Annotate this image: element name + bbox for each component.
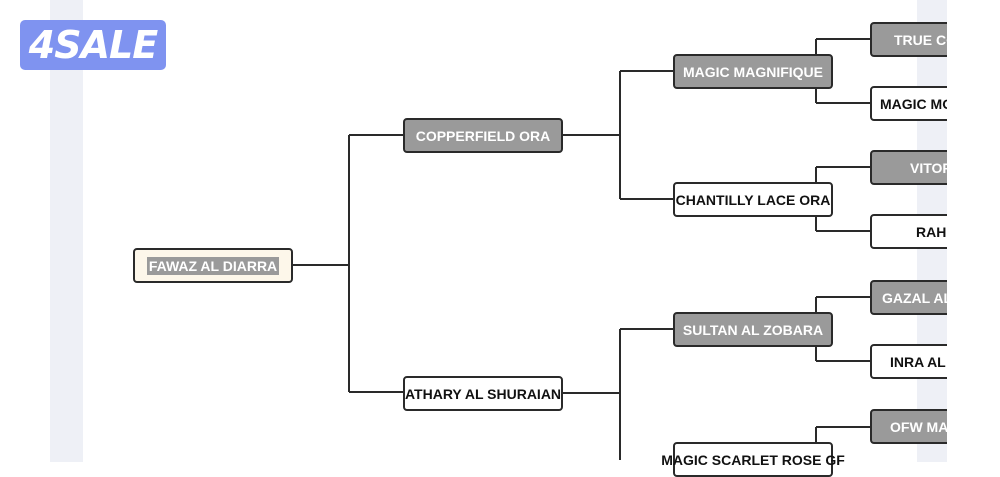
- sire-dam-node[interactable]: CHANTILLY LACE ORA: [673, 182, 833, 217]
- left-gutter: [50, 0, 83, 462]
- gen3-label-4: RAHE: [916, 223, 956, 240]
- gen3-label-2: MAGIC MO: [880, 95, 954, 112]
- connector-sire: [563, 70, 673, 200]
- gen3-label-5: GAZAL AL: [882, 289, 952, 306]
- right-blank-area: [947, 0, 1000, 462]
- brand-logo[interactable]: 4SALE: [20, 20, 166, 70]
- gen3-label-7: OFW MAG: [890, 418, 960, 435]
- pedigree-root-node[interactable]: FAWAZ AL DIARRA: [133, 248, 293, 283]
- connector-dam: [563, 328, 673, 460]
- dam-label: ATHARY AL SHURAIAN: [404, 385, 562, 402]
- dam-dam-node[interactable]: MAGIC SCARLET ROSE GF: [661, 442, 845, 477]
- sire-node[interactable]: COPPERFIELD ORA: [403, 118, 563, 153]
- gen3-label-1: TRUE CO: [894, 31, 957, 48]
- root-label: FAWAZ AL DIARRA: [146, 256, 280, 275]
- gen3-label-3: VITOR: [910, 159, 953, 176]
- sire-sire-node[interactable]: MAGIC MAGNIFIQUE: [673, 54, 833, 89]
- sire-label: COPPERFIELD ORA: [415, 127, 551, 144]
- dam-node[interactable]: ATHARY AL SHURAIAN: [403, 376, 563, 411]
- dam-sire-label: SULTAN AL ZOBARA: [682, 321, 824, 338]
- gen3-label-6: INRA AL: [890, 353, 946, 370]
- sire-sire-label: MAGIC MAGNIFIQUE: [683, 63, 823, 80]
- dam-dam-label: MAGIC SCARLET ROSE GF: [661, 452, 845, 468]
- connector-root: [293, 134, 403, 393]
- sire-dam-label: CHANTILLY LACE ORA: [675, 191, 831, 208]
- dam-sire-node[interactable]: SULTAN AL ZOBARA: [673, 312, 833, 347]
